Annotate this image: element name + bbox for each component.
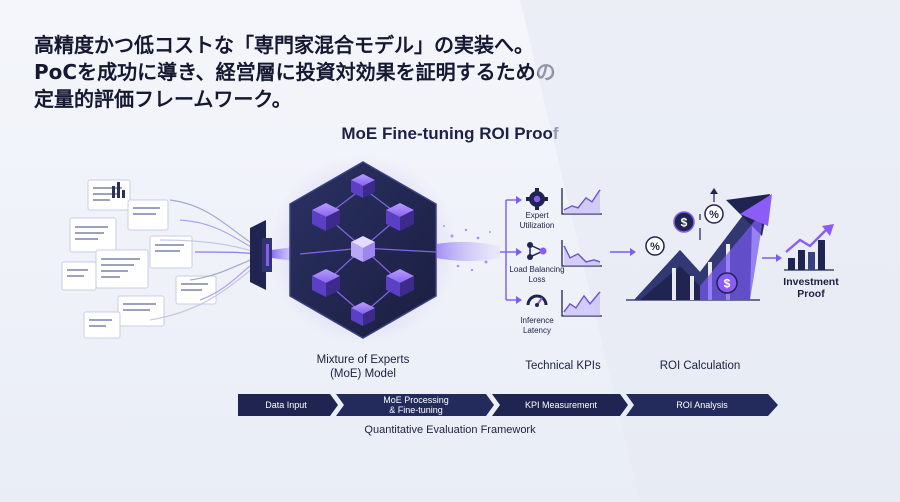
pipeline-step-3-line-1: KPI Measurement — [524, 400, 598, 410]
arrow-to-roi — [610, 248, 636, 256]
dollar-symbol-top: $ — [681, 216, 688, 230]
moe-label-line-2: (MoE) Model — [330, 368, 396, 380]
network-small-icon — [527, 242, 547, 260]
pipeline-step-1-line-1: Data Input — [265, 400, 307, 410]
percent-symbol-left: % — [650, 241, 660, 253]
pipeline-step-1-shape — [238, 394, 338, 416]
pipeline-step-2-shape — [336, 394, 494, 416]
arrow-to-investment — [762, 254, 782, 262]
dollar-coin-icon: $ $ — [673, 211, 738, 294]
dollar-symbol-bottom: $ — [724, 277, 731, 291]
kpi-bracket — [500, 199, 516, 301]
kpi-inference-latency: Inference Latency — [507, 316, 567, 336]
moe-label-line-1: Mixture of Experts — [316, 354, 410, 366]
pipeline-step-roi-analysis: ROI Analysis — [632, 394, 772, 416]
roi-calculation-label: ROI Calculation — [659, 360, 741, 372]
pipeline-step-3-shape — [492, 394, 628, 416]
headline-line-1: 高精度かつ低コストな「専門家混合モデル」の実装へ。 — [34, 33, 534, 57]
investment-chart-icon — [784, 224, 834, 271]
percent-symbol-top: % — [709, 209, 719, 221]
trend-chart-icon — [561, 188, 602, 317]
pipeline-step-4-line-1: ROI Analysis — [676, 400, 728, 410]
pipeline-step-data-input: Data Input — [238, 394, 334, 416]
kpi-load-balancing-loss: Load Balancing Loss — [502, 265, 572, 285]
technical-kpis-label: Technical KPIs — [525, 360, 601, 372]
kpi-inference-latency-line-2: Latency — [522, 326, 552, 335]
diagram-title: MoE Fine-tuning ROI Proof — [341, 124, 559, 143]
kpi-expert-utilization: Expert Utilization — [507, 211, 567, 231]
gear-icon — [526, 188, 548, 210]
investment-proof-line-1: Investment — [783, 276, 839, 288]
headline-line-3: 定量的評価フレームワーク。 — [34, 87, 292, 111]
expert-cubes — [312, 174, 414, 326]
investment-proof-line-2: Proof — [797, 288, 825, 300]
framework-label: Quantitative Evaluation Framework — [364, 424, 536, 436]
pipeline-step-kpi-measurement: KPI Measurement — [498, 394, 624, 416]
kpi-load-balancing-line-2: Loss — [528, 275, 546, 284]
investment-proof-label: Investment Proof — [776, 276, 846, 300]
document-icon — [61, 179, 217, 339]
pipeline-step-2-line-1: MoE Processing — [383, 395, 449, 405]
pipeline-step-moe-processing: MoE Processing & Fine-tuning — [342, 394, 490, 416]
funnel-icon — [250, 220, 272, 290]
pipeline-bar: Data Input MoE Processing & Fine-tuning … — [238, 394, 778, 416]
pipeline-step-2-line-2: & Fine-tuning — [389, 405, 443, 415]
kpi-load-balancing-line-1: Load Balancing — [509, 265, 565, 274]
kpi-expert-utilization-line-1: Expert — [525, 211, 549, 220]
kpi-expert-utilization-line-2: Utilization — [519, 221, 555, 230]
headline: 高精度かつ低コストな「専門家混合モデル」の実装へ。 PoCを成功に導き、経営層に… — [34, 32, 556, 113]
headline-line-2: PoCを成功に導き、経営層に投資対効果を証明するための — [34, 60, 556, 84]
pipeline-step-4-shape — [626, 394, 778, 416]
gauge-icon — [526, 294, 548, 307]
moe-model-label: Mixture of Experts (MoE) Model — [300, 353, 426, 381]
percent-coin-icon: % % — [645, 204, 724, 256]
pipeline-shapes — [238, 394, 778, 416]
kpi-inference-latency-line-1: Inference — [520, 316, 554, 325]
